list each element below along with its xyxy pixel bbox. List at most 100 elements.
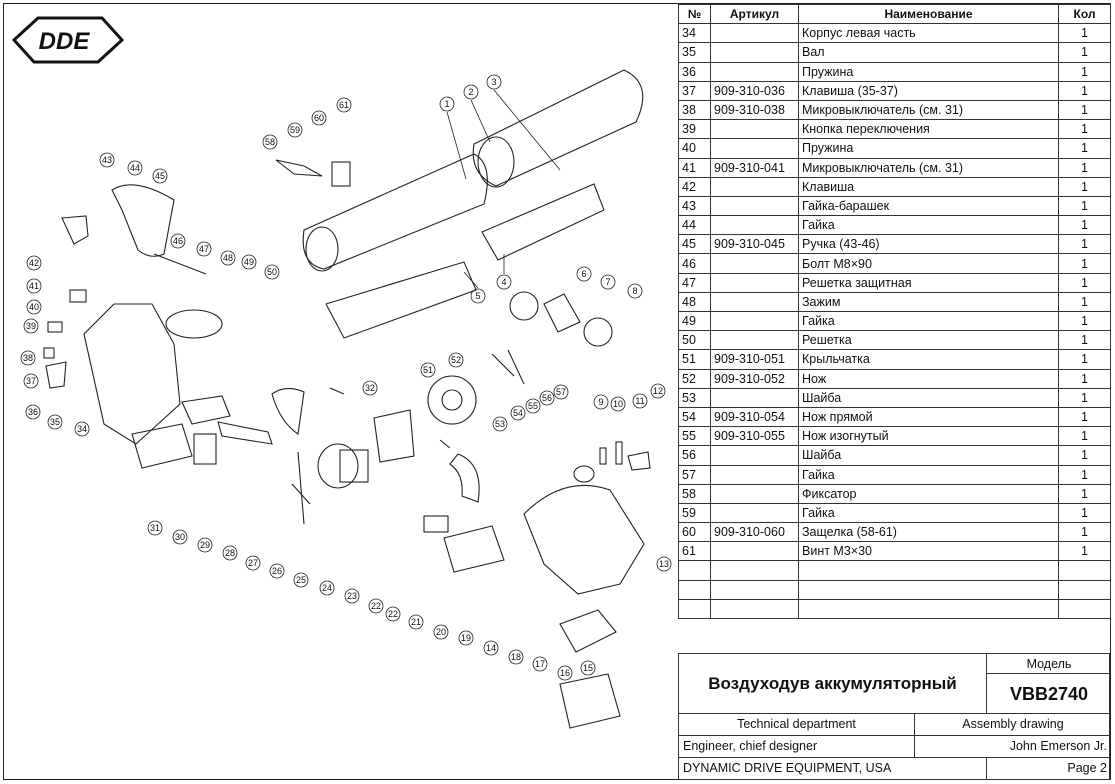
callout-number: 48: [223, 253, 233, 263]
callout-number: 18: [511, 652, 521, 662]
cell-article: [710, 330, 799, 351]
cell-article: [710, 560, 799, 581]
callout-number: 46: [173, 236, 183, 246]
exploded-assembly-drawing: DDE: [11, 16, 672, 729]
cell-article: [710, 23, 799, 44]
cell-qty: 1: [1058, 387, 1111, 408]
callout-2: [463, 84, 491, 143]
callout-50: [264, 264, 280, 280]
cell-qty: 1: [1058, 253, 1111, 274]
callout-36: [25, 404, 41, 420]
cell-name: Корпус левая часть: [798, 23, 1059, 44]
cell-name: Микровыключатель (см. 31): [798, 157, 1059, 178]
cell-qty: 1: [1058, 330, 1111, 351]
cell-no: [678, 579, 711, 600]
callout-number: 37: [26, 376, 36, 386]
callout-40: [26, 299, 42, 315]
cell-qty: 1: [1058, 310, 1111, 332]
callout-number: 30: [175, 532, 185, 542]
tube-upper-left: [302, 153, 488, 270]
cell-qty: 1: [1058, 502, 1111, 524]
callout-number: 27: [248, 558, 258, 568]
cell-article: [710, 138, 799, 159]
cell-qty: 1: [1058, 272, 1111, 293]
cell-article: [710, 176, 799, 197]
product-title: Воздуходув аккумуляторный: [679, 654, 987, 714]
callout-41: [26, 278, 42, 294]
callout-48: [220, 250, 236, 266]
cell-article: [710, 253, 799, 274]
cell-qty: 1: [1058, 522, 1111, 543]
callout-number: 19: [461, 633, 471, 643]
cell-qty: 1: [1058, 406, 1111, 428]
callout-46: [170, 233, 186, 249]
cell-name: Гайка: [798, 310, 1059, 332]
callout-number: 36: [28, 407, 38, 417]
cell-name: Крыльчатка: [798, 349, 1059, 370]
cell-article: [710, 119, 799, 140]
cell-no: 40: [678, 138, 711, 159]
cell-qty: 1: [1058, 541, 1111, 562]
cell-name: Микровыключатель (см. 31): [798, 99, 1059, 121]
model-number: VBB2740: [987, 674, 1111, 714]
cell-qty: 1: [1058, 119, 1111, 140]
cell-article: [710, 541, 799, 562]
callout-17: [532, 656, 548, 672]
cell-qty: 1: [1058, 426, 1111, 447]
cell-name: Зажим: [798, 291, 1059, 313]
nozzle-lower: [325, 261, 477, 339]
callout-number: 47: [199, 244, 209, 254]
cell-article: 909-310-055: [710, 426, 799, 447]
header-no: №: [678, 3, 711, 25]
cell-name: Нож изогнутый: [798, 426, 1059, 447]
callout-29: [222, 545, 238, 561]
cell-article: [710, 502, 799, 524]
cell-qty: 1: [1058, 80, 1111, 101]
cell-name: Гайка: [798, 464, 1059, 485]
cell-qty: 1: [1058, 368, 1111, 389]
cell-name: Гайка: [798, 502, 1059, 524]
callout-number: 25: [296, 575, 306, 585]
callout-number: 17: [535, 659, 545, 669]
cell-article: 909-310-060: [710, 522, 799, 543]
cell-name: Кнопка переключения: [798, 119, 1059, 140]
callout-number: 59: [290, 125, 300, 135]
logo-text: DDE: [39, 28, 91, 55]
callout-35: [47, 414, 63, 430]
cell-article: 909-310-036: [710, 80, 799, 101]
callout-25: [319, 580, 335, 596]
cell-no: [678, 560, 711, 581]
callout-number: 22: [371, 601, 381, 611]
callout-number: 35: [50, 417, 60, 427]
callout-27: [269, 563, 285, 579]
company: DYNAMIC DRIVE EQUIPMENT, USA: [679, 758, 987, 780]
callout-18: [508, 649, 524, 665]
cell-article: [710, 483, 799, 504]
cell-no: 41: [678, 157, 711, 178]
cell-article: [710, 272, 799, 293]
cell-qty: 1: [1058, 464, 1111, 485]
cell-name: [798, 579, 1059, 600]
cell-qty: 1: [1058, 445, 1111, 466]
callout-number: 54: [513, 408, 523, 418]
callout-32: [147, 520, 163, 536]
callout-number: 8: [632, 286, 637, 296]
callout-number: 26: [272, 566, 282, 576]
cell-no: 59: [678, 502, 711, 524]
parts-table-header: № Артикул Наименование Кол: [678, 3, 1111, 25]
callout-22b: [385, 606, 401, 622]
callout-number: 2: [468, 87, 473, 97]
cell-qty: 1: [1058, 349, 1111, 370]
callout-number: 28: [225, 548, 235, 558]
tube-mouth: [305, 226, 339, 272]
callout-number: 14: [486, 643, 496, 653]
battery-cover: [559, 609, 617, 653]
callout-54: [510, 405, 526, 421]
